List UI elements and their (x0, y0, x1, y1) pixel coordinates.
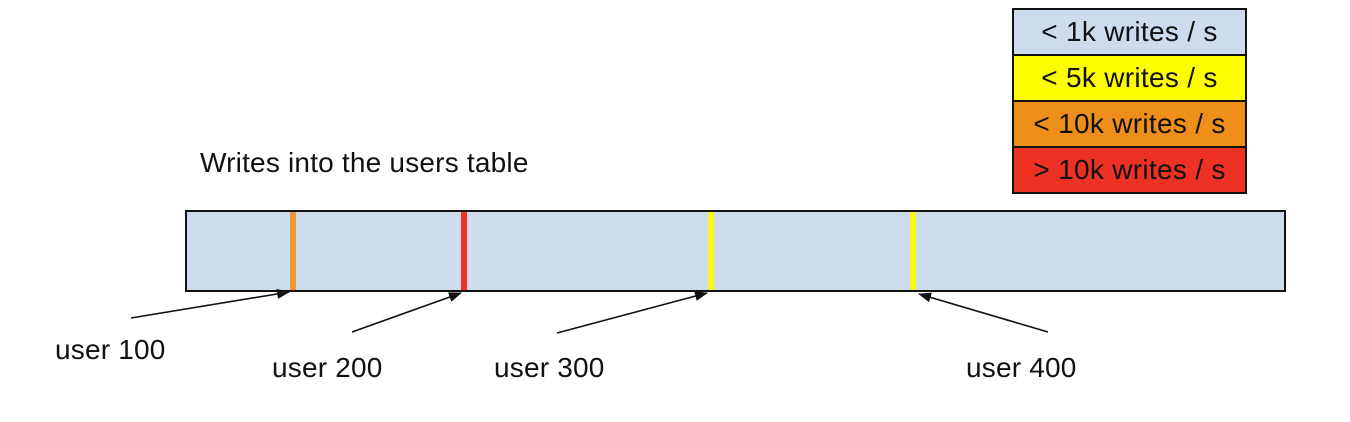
arrow-user-200 (351, 292, 462, 333)
legend-item-lt-5k-label: < 5k writes / s (1041, 62, 1218, 93)
label-user-300: user 300 (494, 352, 605, 383)
write-rate-marker-user-400 (910, 212, 916, 290)
legend-item-lt-10k: < 10k writes / s (1014, 102, 1245, 148)
users-table-bar (185, 210, 1286, 292)
diagram-title: Writes into the users table (200, 147, 529, 178)
write-rate-marker-user-300 (708, 212, 714, 290)
legend-item-lt-1k: < 1k writes / s (1014, 10, 1245, 56)
legend-item-gt-10k: > 10k writes / s (1014, 148, 1245, 192)
legend-item-lt-1k-label: < 1k writes / s (1041, 16, 1218, 47)
arrow-user-300 (556, 291, 708, 334)
write-rate-marker-user-100 (290, 212, 296, 290)
legend: < 1k writes / s < 5k writes / s < 10k wr… (1012, 8, 1247, 194)
label-user-100: user 100 (55, 334, 166, 365)
arrow-user-400 (918, 292, 1049, 333)
write-rate-marker-user-200 (461, 212, 467, 290)
label-user-400: user 400 (966, 352, 1077, 383)
legend-item-gt-10k-label: > 10k writes / s (1033, 154, 1226, 185)
legend-item-lt-5k: < 5k writes / s (1014, 56, 1245, 102)
legend-item-lt-10k-label: < 10k writes / s (1033, 108, 1226, 139)
arrow-user-100 (130, 289, 290, 319)
label-user-200: user 200 (272, 352, 383, 383)
